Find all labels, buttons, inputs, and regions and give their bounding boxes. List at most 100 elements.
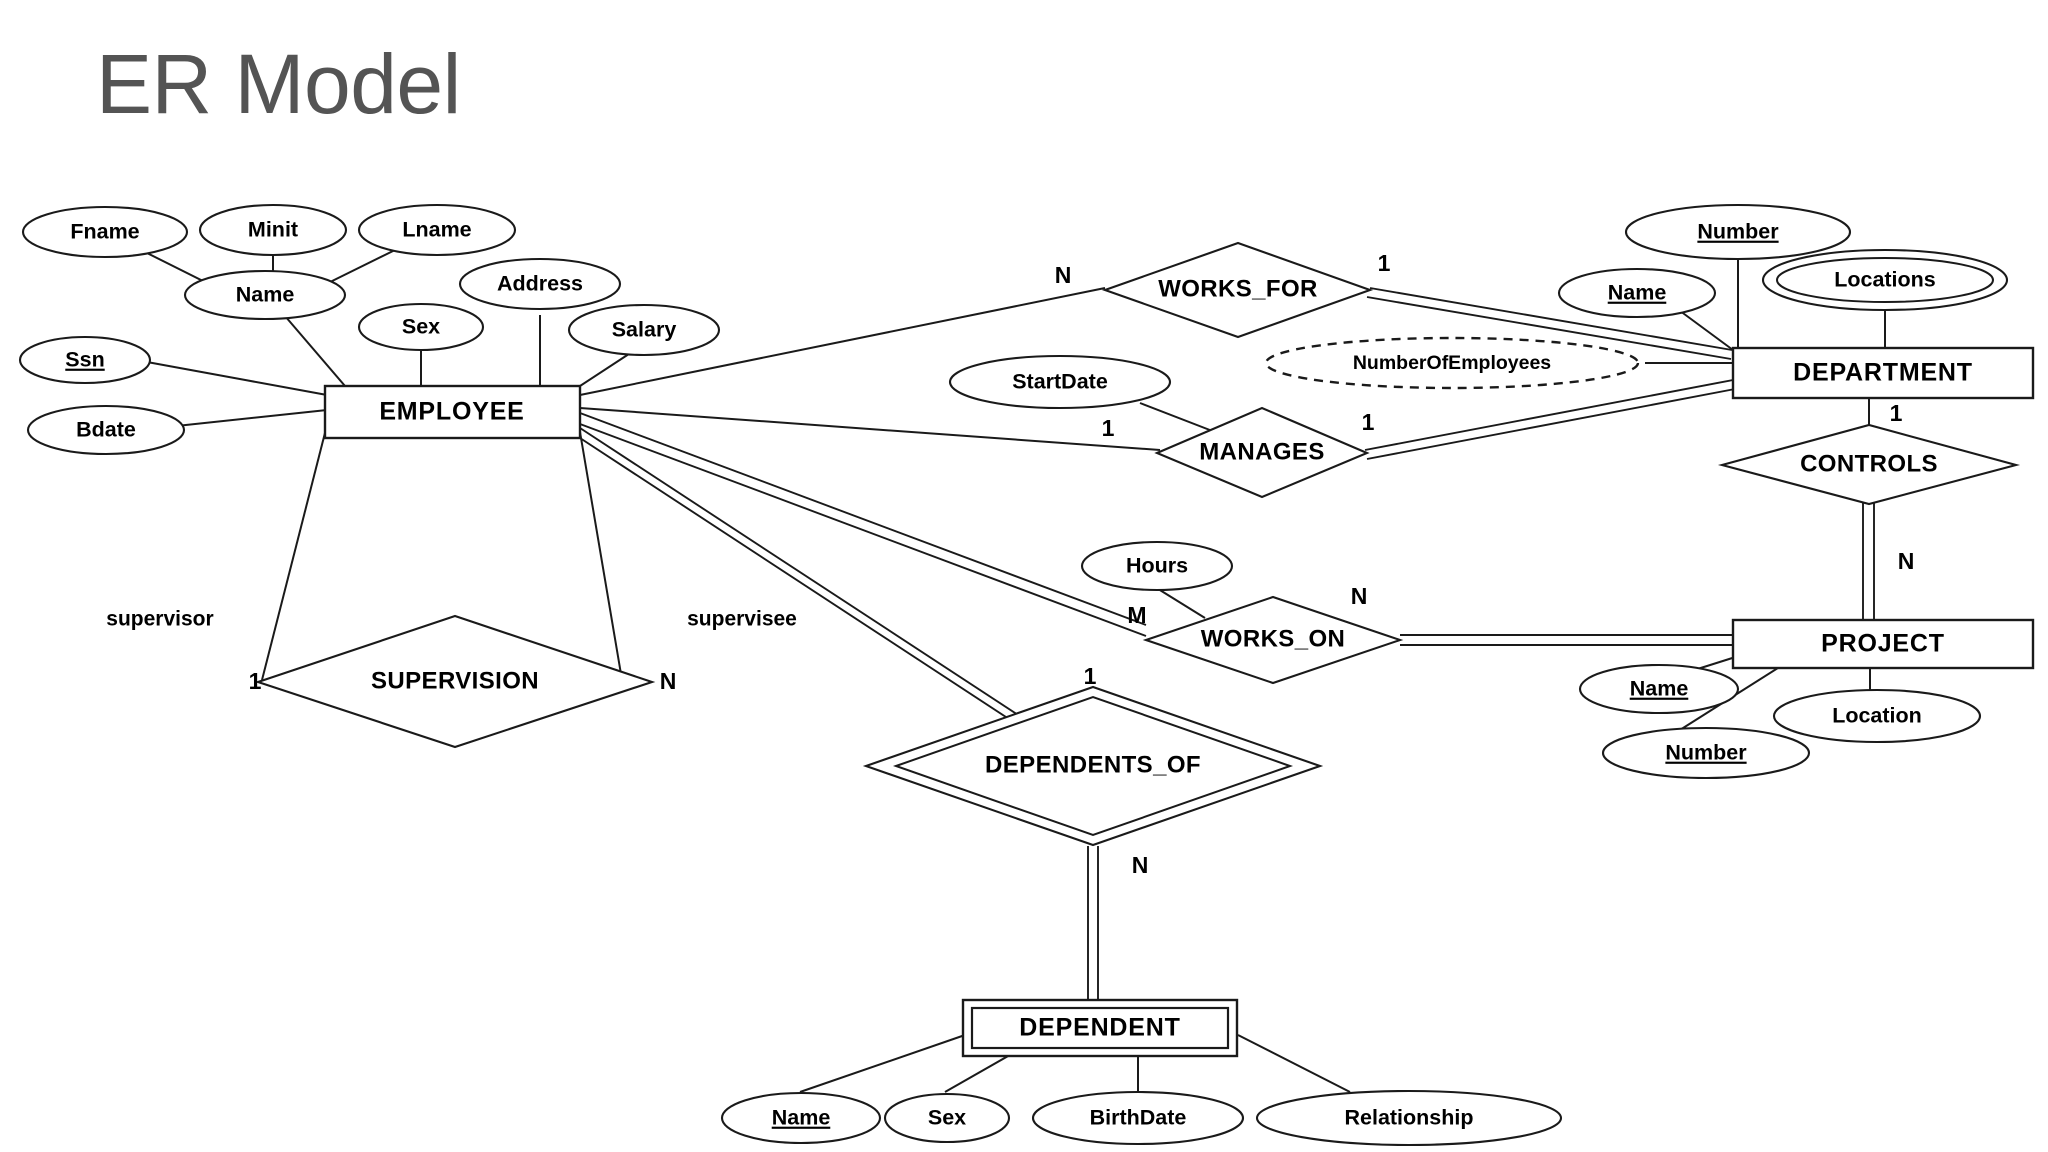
attribute-employee-sex-label: Sex xyxy=(402,315,440,339)
attribute-department-name-label: Name xyxy=(1608,281,1667,305)
edge-manages-department-a xyxy=(1364,379,1734,451)
edge-layer xyxy=(134,234,1886,1093)
cardinality-employee-dependents_of: 1 xyxy=(1084,663,1097,689)
edge-employee-dependents_of-a xyxy=(579,427,1094,765)
role-label-supervisor: supervisor xyxy=(106,608,213,631)
attribute-dependent-name[interactable]: Name xyxy=(720,1091,882,1145)
cardinality-layer: N 1 1 1 1 N M N 1 N 1 N supervisor super… xyxy=(106,250,1914,878)
attribute-employee-name-label: Name xyxy=(236,283,295,307)
attribute-minit[interactable]: Minit xyxy=(198,203,348,257)
cardinality-employee-works_for: N xyxy=(1055,262,1072,288)
attribute-startdate[interactable]: StartDate xyxy=(948,354,1172,410)
entity-project-label: PROJECT xyxy=(1821,630,1945,658)
attribute-dependent-sex[interactable]: Sex xyxy=(883,1092,1011,1144)
attribute-employee-sex[interactable]: Sex xyxy=(357,302,485,352)
cardinality-manages-department: 1 xyxy=(1362,409,1375,435)
attribute-project-location[interactable]: Location xyxy=(1772,688,1982,744)
relationship-works_on-label: WORKS_ON xyxy=(1201,625,1346,652)
attribute-address[interactable]: Address xyxy=(458,257,622,311)
attribute-layer: Fname Minit Lname Name Ssn xyxy=(18,203,2009,1147)
entity-dependent-label: DEPENDENT xyxy=(1019,1014,1180,1042)
attribute-salary[interactable]: Salary xyxy=(567,303,721,357)
attribute-project-location-label: Location xyxy=(1832,704,1922,728)
edge-works_for-department-a xyxy=(1369,287,1733,351)
attribute-department-locations[interactable]: Locations xyxy=(1761,248,2009,312)
attribute-project-number-label: Number xyxy=(1665,741,1747,765)
relationship-controls[interactable]: CONTROLS xyxy=(1717,423,2021,506)
edge-hours-works_on xyxy=(1154,586,1206,619)
edge-employee-works_on-b xyxy=(579,423,1147,637)
attribute-department-name[interactable]: Name xyxy=(1557,267,1717,319)
cardinality-controls-project: N xyxy=(1898,548,1915,574)
edge-bdate-employee xyxy=(166,409,328,428)
entity-employee-label: EMPLOYEE xyxy=(379,398,524,426)
cardinality-employee-manages: 1 xyxy=(1102,415,1115,441)
attribute-department-number-label: Number xyxy=(1697,220,1779,244)
entity-department[interactable]: DEPARTMENT xyxy=(1731,346,2035,400)
attribute-number-of-employees[interactable]: NumberOfEmployees xyxy=(1264,336,1640,390)
cardinality-department-controls: 1 xyxy=(1890,400,1903,426)
edge-employee-works_for xyxy=(579,287,1106,396)
attribute-hours[interactable]: Hours xyxy=(1080,540,1234,592)
attribute-startdate-label: StartDate xyxy=(1012,370,1108,394)
cardinality-supervision-supervisee: N xyxy=(660,668,677,694)
attribute-lname-label: Lname xyxy=(402,218,471,242)
entity-department-label: DEPARTMENT xyxy=(1793,359,1973,387)
edge-name-employee xyxy=(284,315,346,387)
entity-layer: EMPLOYEE DEPARTMENT PROJECT DEPENDENT xyxy=(323,346,2035,1058)
cardinality-works_on-project: N xyxy=(1351,583,1368,609)
attribute-dependent-birthdate[interactable]: BirthDate xyxy=(1031,1090,1245,1146)
attribute-dependent-name-label: Name xyxy=(772,1106,831,1130)
relationship-manages[interactable]: MANAGES xyxy=(1154,406,1370,499)
attribute-employee-name[interactable]: Name xyxy=(183,269,347,321)
attribute-project-number[interactable]: Number xyxy=(1601,726,1811,780)
relationship-controls-label: CONTROLS xyxy=(1800,450,1938,477)
relationship-dependents_of-label: DEPENDENTS_OF xyxy=(985,751,1201,778)
attribute-dependent-relationship-label: Relationship xyxy=(1344,1106,1473,1130)
attribute-project-name[interactable]: Name xyxy=(1578,663,1740,715)
attribute-fname-label: Fname xyxy=(70,220,139,244)
edge-startdate-manages xyxy=(1139,402,1216,433)
attribute-department-number[interactable]: Number xyxy=(1624,203,1852,261)
attribute-project-name-label: Name xyxy=(1630,677,1689,701)
edge-deprel-dependent xyxy=(1237,1034,1351,1093)
edge-employee-supervision-supervisee xyxy=(579,431,623,681)
edge-employee-manages xyxy=(579,407,1161,451)
attribute-address-label: Address xyxy=(497,272,583,296)
attribute-lname[interactable]: Lname xyxy=(357,203,517,257)
attribute-bdate-label: Bdate xyxy=(76,418,136,442)
attribute-dependent-birthdate-label: BirthDate xyxy=(1090,1106,1187,1130)
edge-salary-employee xyxy=(579,349,636,387)
relationship-layer: WORKS_FOR MANAGES CONTROLS WORKS_ON SUPE… xyxy=(254,241,2021,847)
attribute-hours-label: Hours xyxy=(1126,554,1188,578)
attribute-number-of-employees-label: NumberOfEmployees xyxy=(1353,352,1551,374)
edge-ssn-employee xyxy=(146,361,328,396)
relationship-works_for[interactable]: WORKS_FOR xyxy=(1101,241,1374,339)
edge-works_for-department-b xyxy=(1366,296,1732,360)
cardinality-dependents_of-dependent: N xyxy=(1132,852,1149,878)
entity-employee[interactable]: EMPLOYEE xyxy=(323,384,582,440)
attribute-fname[interactable]: Fname xyxy=(21,205,189,259)
relationship-manages-label: MANAGES xyxy=(1199,438,1324,465)
relationship-supervision-label: SUPERVISION xyxy=(371,667,539,694)
page-title: ER Model xyxy=(96,37,461,131)
cardinality-employee-works_on: M xyxy=(1127,602,1146,628)
edge-depname-dependent xyxy=(799,1034,966,1093)
attribute-bdate[interactable]: Bdate xyxy=(26,404,186,456)
edge-employee-supervision-supervisor xyxy=(261,424,328,681)
attribute-salary-label: Salary xyxy=(612,318,677,342)
attribute-department-locations-label: Locations xyxy=(1834,268,1936,292)
entity-project[interactable]: PROJECT xyxy=(1731,618,2035,670)
relationship-works_on[interactable]: WORKS_ON xyxy=(1142,595,1404,685)
cardinality-supervision-supervisor: 1 xyxy=(249,668,262,694)
edge-manages-department-b xyxy=(1366,388,1736,460)
entity-dependent[interactable]: DEPENDENT xyxy=(961,998,1239,1058)
relationship-dependents_of[interactable]: DEPENDENTS_OF xyxy=(862,685,1324,847)
attribute-ssn[interactable]: Ssn xyxy=(18,335,152,385)
relationship-supervision[interactable]: SUPERVISION xyxy=(254,614,656,749)
edge-lname-name xyxy=(321,249,396,287)
attribute-dependent-sex-label: Sex xyxy=(928,1106,966,1130)
attribute-dependent-relationship[interactable]: Relationship xyxy=(1255,1089,1563,1147)
